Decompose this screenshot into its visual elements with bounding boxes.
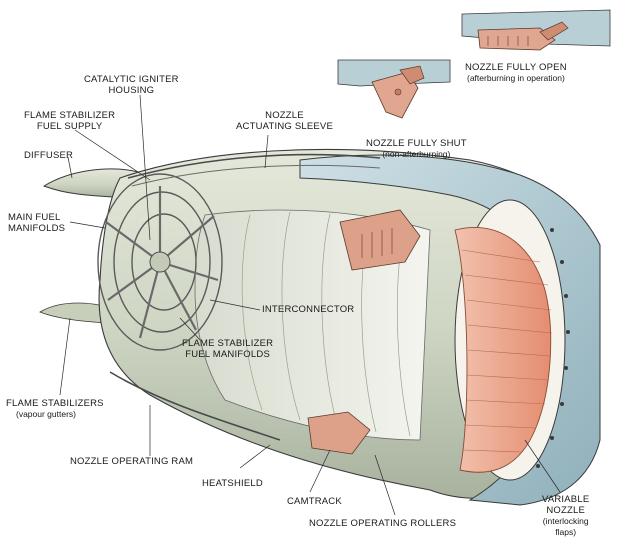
label-variable-nozzle: VARIABLE NOZZLE (interlocking flaps) [542,494,590,537]
nozzle-shroud [299,154,601,506]
engine-cutaway [39,148,601,506]
inset-nozzle-shut [337,59,451,119]
fuel-manifold-rings [97,173,223,351]
label-main-fuel-manifolds: MAIN FUEL MANIFOLDS [8,212,66,234]
label-nozzle-operating-ram: NOZZLE OPERATING RAM [70,456,194,467]
inset-nozzle-open [461,9,611,51]
label-nozzle-fully-open: NOZZLE FULLY OPEN (afterburning in opera… [465,62,567,83]
label-nozzle-actuating-sleeve: NOZZLE ACTUATING SLEEVE [236,110,333,132]
label-nozzle-operating-rollers: NOZZLE OPERATING ROLLERS [309,518,457,529]
label-flame-stabilizer-fuel-manifolds: FLAME STABILIZER FUEL MANIFOLDS [182,338,274,360]
camtrack-bottom [307,411,371,455]
label-diffuser: DIFFUSER [24,150,74,161]
label-heatshield: HEATSHIELD [202,478,263,489]
label-catalytic-igniter-housing: CATALYTIC IGNITER HOUSING [84,74,179,96]
cam-mechanism-top [339,209,421,271]
variable-nozzle-flaps [454,227,552,473]
label-camtrack: CAMTRACK [287,496,342,507]
label-flame-stabilizer-fuel-supply: FLAME STABILIZER FUEL SUPPLY [24,110,116,132]
label-nozzle-fully-shut: NOZZLE FULLY SHUT (non-afterburning) [366,138,467,159]
label-flame-stabilizers: FLAME STABILIZERS (vapour gutters) [6,398,104,419]
leader-lines [59,94,561,516]
label-interconnector: INTERCONNECTOR [262,304,355,315]
